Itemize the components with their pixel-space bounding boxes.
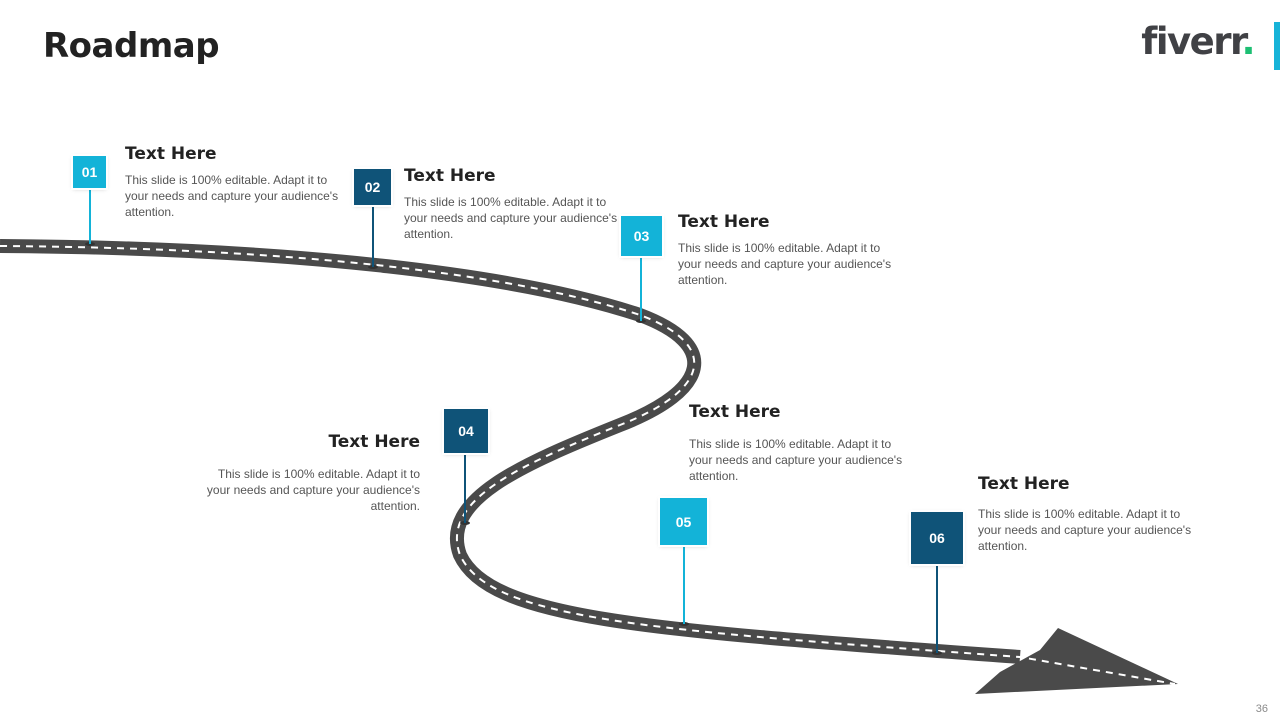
pin-line-04 — [464, 453, 466, 523]
milestone-text-06: Text Here This slide is 100% editable. A… — [978, 474, 1193, 554]
pin-foot-04 — [460, 521, 470, 525]
milestone-marker-06: 06 — [911, 512, 963, 564]
milestone-body: This slide is 100% editable. Adapt it to… — [978, 507, 1192, 553]
milestone-body: This slide is 100% editable. Adapt it to… — [125, 173, 339, 219]
pin-foot-06 — [932, 651, 942, 655]
road-arrow-head — [975, 628, 1178, 694]
milestone-heading: Text Here — [978, 474, 1070, 494]
page-title: Roadmap — [43, 26, 220, 66]
milestone-heading: Text Here — [328, 432, 420, 452]
milestone-marker-05: 05 — [660, 498, 707, 545]
pin-line-05 — [683, 545, 685, 624]
pin-line-03 — [640, 256, 642, 321]
milestone-marker-03: 03 — [621, 216, 662, 256]
milestone-heading: Text Here — [678, 212, 770, 232]
fiverr-logo: fiverr. — [1141, 20, 1255, 63]
milestone-text-01: Text Here This slide is 100% editable. A… — [125, 144, 340, 220]
pin-foot-02 — [368, 265, 378, 269]
milestone-text-03: Text Here This slide is 100% editable. A… — [678, 212, 893, 288]
logo-dot: . — [1241, 20, 1255, 63]
milestone-text-02: Text Here This slide is 100% editable. A… — [404, 166, 619, 242]
pin-foot-01 — [85, 242, 95, 246]
milestone-body: This slide is 100% editable. Adapt it to… — [678, 241, 892, 287]
page-number: 36 — [1255, 703, 1268, 715]
pin-foot-05 — [679, 622, 689, 626]
milestone-marker-04: 04 — [444, 409, 488, 453]
logo-text: fiverr — [1141, 20, 1243, 63]
milestone-body: This slide is 100% editable. Adapt it to… — [404, 195, 618, 241]
milestone-marker-01: 01 — [73, 156, 106, 188]
milestone-text-04: Text Here This slide is 100% editable. A… — [205, 432, 420, 514]
pin-line-02 — [372, 205, 374, 267]
milestone-body: This slide is 100% editable. Adapt it to… — [206, 467, 420, 513]
pin-line-06 — [936, 565, 938, 653]
milestone-heading: Text Here — [125, 144, 217, 164]
road-center-dashes — [0, 245, 1176, 685]
milestone-heading: Text Here — [404, 166, 496, 186]
milestone-text-05: Text Here This slide is 100% editable. A… — [689, 402, 904, 484]
milestone-body: This slide is 100% editable. Adapt it to… — [689, 437, 903, 483]
milestone-heading: Text Here — [689, 402, 781, 422]
pin-line-01 — [89, 188, 91, 244]
pin-foot-03 — [636, 319, 646, 323]
milestone-marker-02: 02 — [354, 169, 391, 205]
logo-accent-bar — [1274, 22, 1280, 70]
